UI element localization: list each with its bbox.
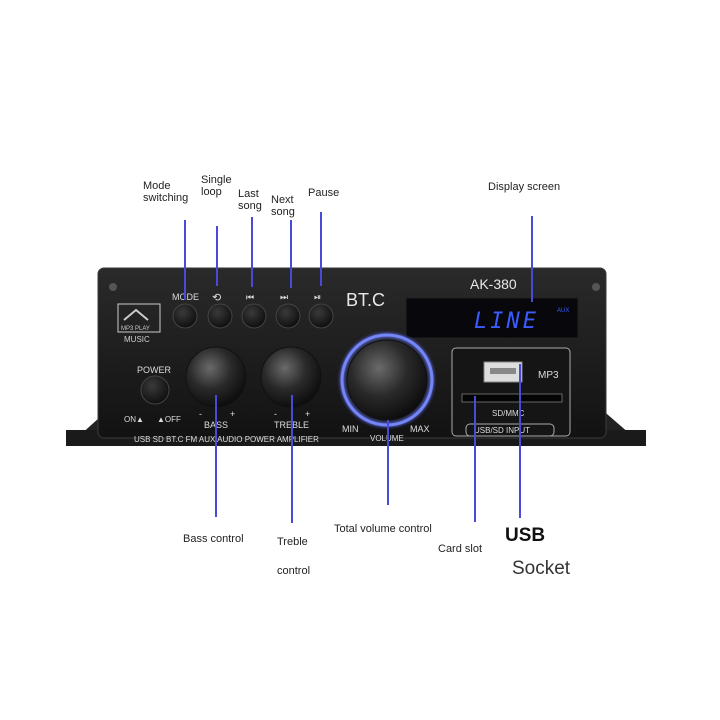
brand-text: BT.C (346, 290, 385, 310)
usb-port-inner (490, 368, 516, 374)
display-callout: Display screen (488, 181, 561, 193)
treble-plus: + (305, 409, 310, 419)
bass-plus: + (230, 409, 235, 419)
logo-text: MP3 PLAY (121, 326, 150, 332)
play-pause-icon: ⏯ (314, 292, 321, 302)
card-leader (474, 396, 476, 522)
next-callout-line1: Next (271, 194, 294, 206)
music-label: MUSIC (124, 335, 150, 344)
treble-leader (291, 395, 293, 523)
mode-callout-line2: switching (143, 192, 189, 204)
volume-knob[interactable] (346, 339, 428, 421)
off-label: ▲OFF (157, 415, 181, 424)
sdmmc-label: SD/MMC (492, 409, 525, 418)
treble-minus: - (274, 409, 277, 419)
mode-callout-line1: Mode (143, 180, 171, 192)
volume-callout: Total volume control (334, 523, 432, 535)
last-callout-line1: Last (238, 188, 259, 200)
next-callout-line2: song (271, 206, 295, 218)
loop-icon: ⟲ (212, 292, 221, 304)
pause-leader (320, 212, 322, 286)
mode-callout: Mode switching (143, 180, 188, 204)
screw (109, 283, 117, 291)
sd-card-slot[interactable] (461, 393, 563, 403)
single-callout-line2: loop (201, 186, 222, 198)
single-callout: Single loop (201, 174, 232, 198)
pause-callout: Pause (308, 187, 340, 199)
usb-callout: USB (505, 525, 546, 546)
last-leader (251, 217, 253, 287)
bass-minus: - (199, 409, 202, 419)
display-leader (531, 216, 533, 302)
usb-leader (519, 364, 521, 518)
next-callout: Next song (271, 194, 295, 218)
mp3-logo (117, 303, 161, 333)
loop-button[interactable] (207, 303, 233, 329)
on-label: ON▲ (124, 415, 144, 424)
next-leader (290, 220, 292, 288)
display-screen (405, 297, 579, 339)
max-label: MAX (410, 424, 430, 434)
power-label: POWER (137, 365, 172, 375)
pause-button[interactable] (308, 303, 334, 329)
last-callout-line2: song (238, 200, 262, 212)
last-callout: Last song (238, 188, 262, 212)
prev-icon: ⏮ (246, 292, 254, 302)
usbsd-label: USB/SD INPUT (474, 426, 530, 435)
model-text: AK-380 (470, 276, 517, 292)
single-callout-line1: Single (201, 174, 232, 186)
screw (592, 283, 600, 291)
display-text: LINE (474, 309, 539, 334)
treble-callout-line1: Treble (277, 536, 308, 548)
display-badge: AUX (557, 308, 569, 314)
disc-icon (123, 308, 149, 321)
socket-callout: Socket (512, 558, 571, 579)
next-button[interactable] (275, 303, 301, 329)
usb-sd-tag (465, 423, 555, 437)
single-leader (216, 226, 218, 286)
next-icon: ⏭ (280, 292, 288, 302)
treble-callout: Treble control (277, 528, 310, 586)
card-callout: Card slot (438, 543, 483, 555)
prev-button[interactable] (241, 303, 267, 329)
bass-callout: Bass control (183, 533, 244, 545)
treble-callout-line2: control (277, 565, 311, 577)
bottom-strip: USB SD BT.C FM AUX AUDIO POWER AMPLIFIER (134, 435, 319, 444)
mode-leader (184, 220, 186, 300)
volume-label: VOLUME (370, 434, 404, 443)
mp3-label: MP3 (538, 370, 559, 381)
usb-sd-panel (451, 347, 571, 437)
volume-leader (387, 420, 389, 505)
mode-button[interactable] (172, 303, 198, 329)
min-label: MIN (342, 424, 359, 434)
power-button[interactable] (140, 375, 170, 405)
bass-leader (215, 395, 217, 517)
